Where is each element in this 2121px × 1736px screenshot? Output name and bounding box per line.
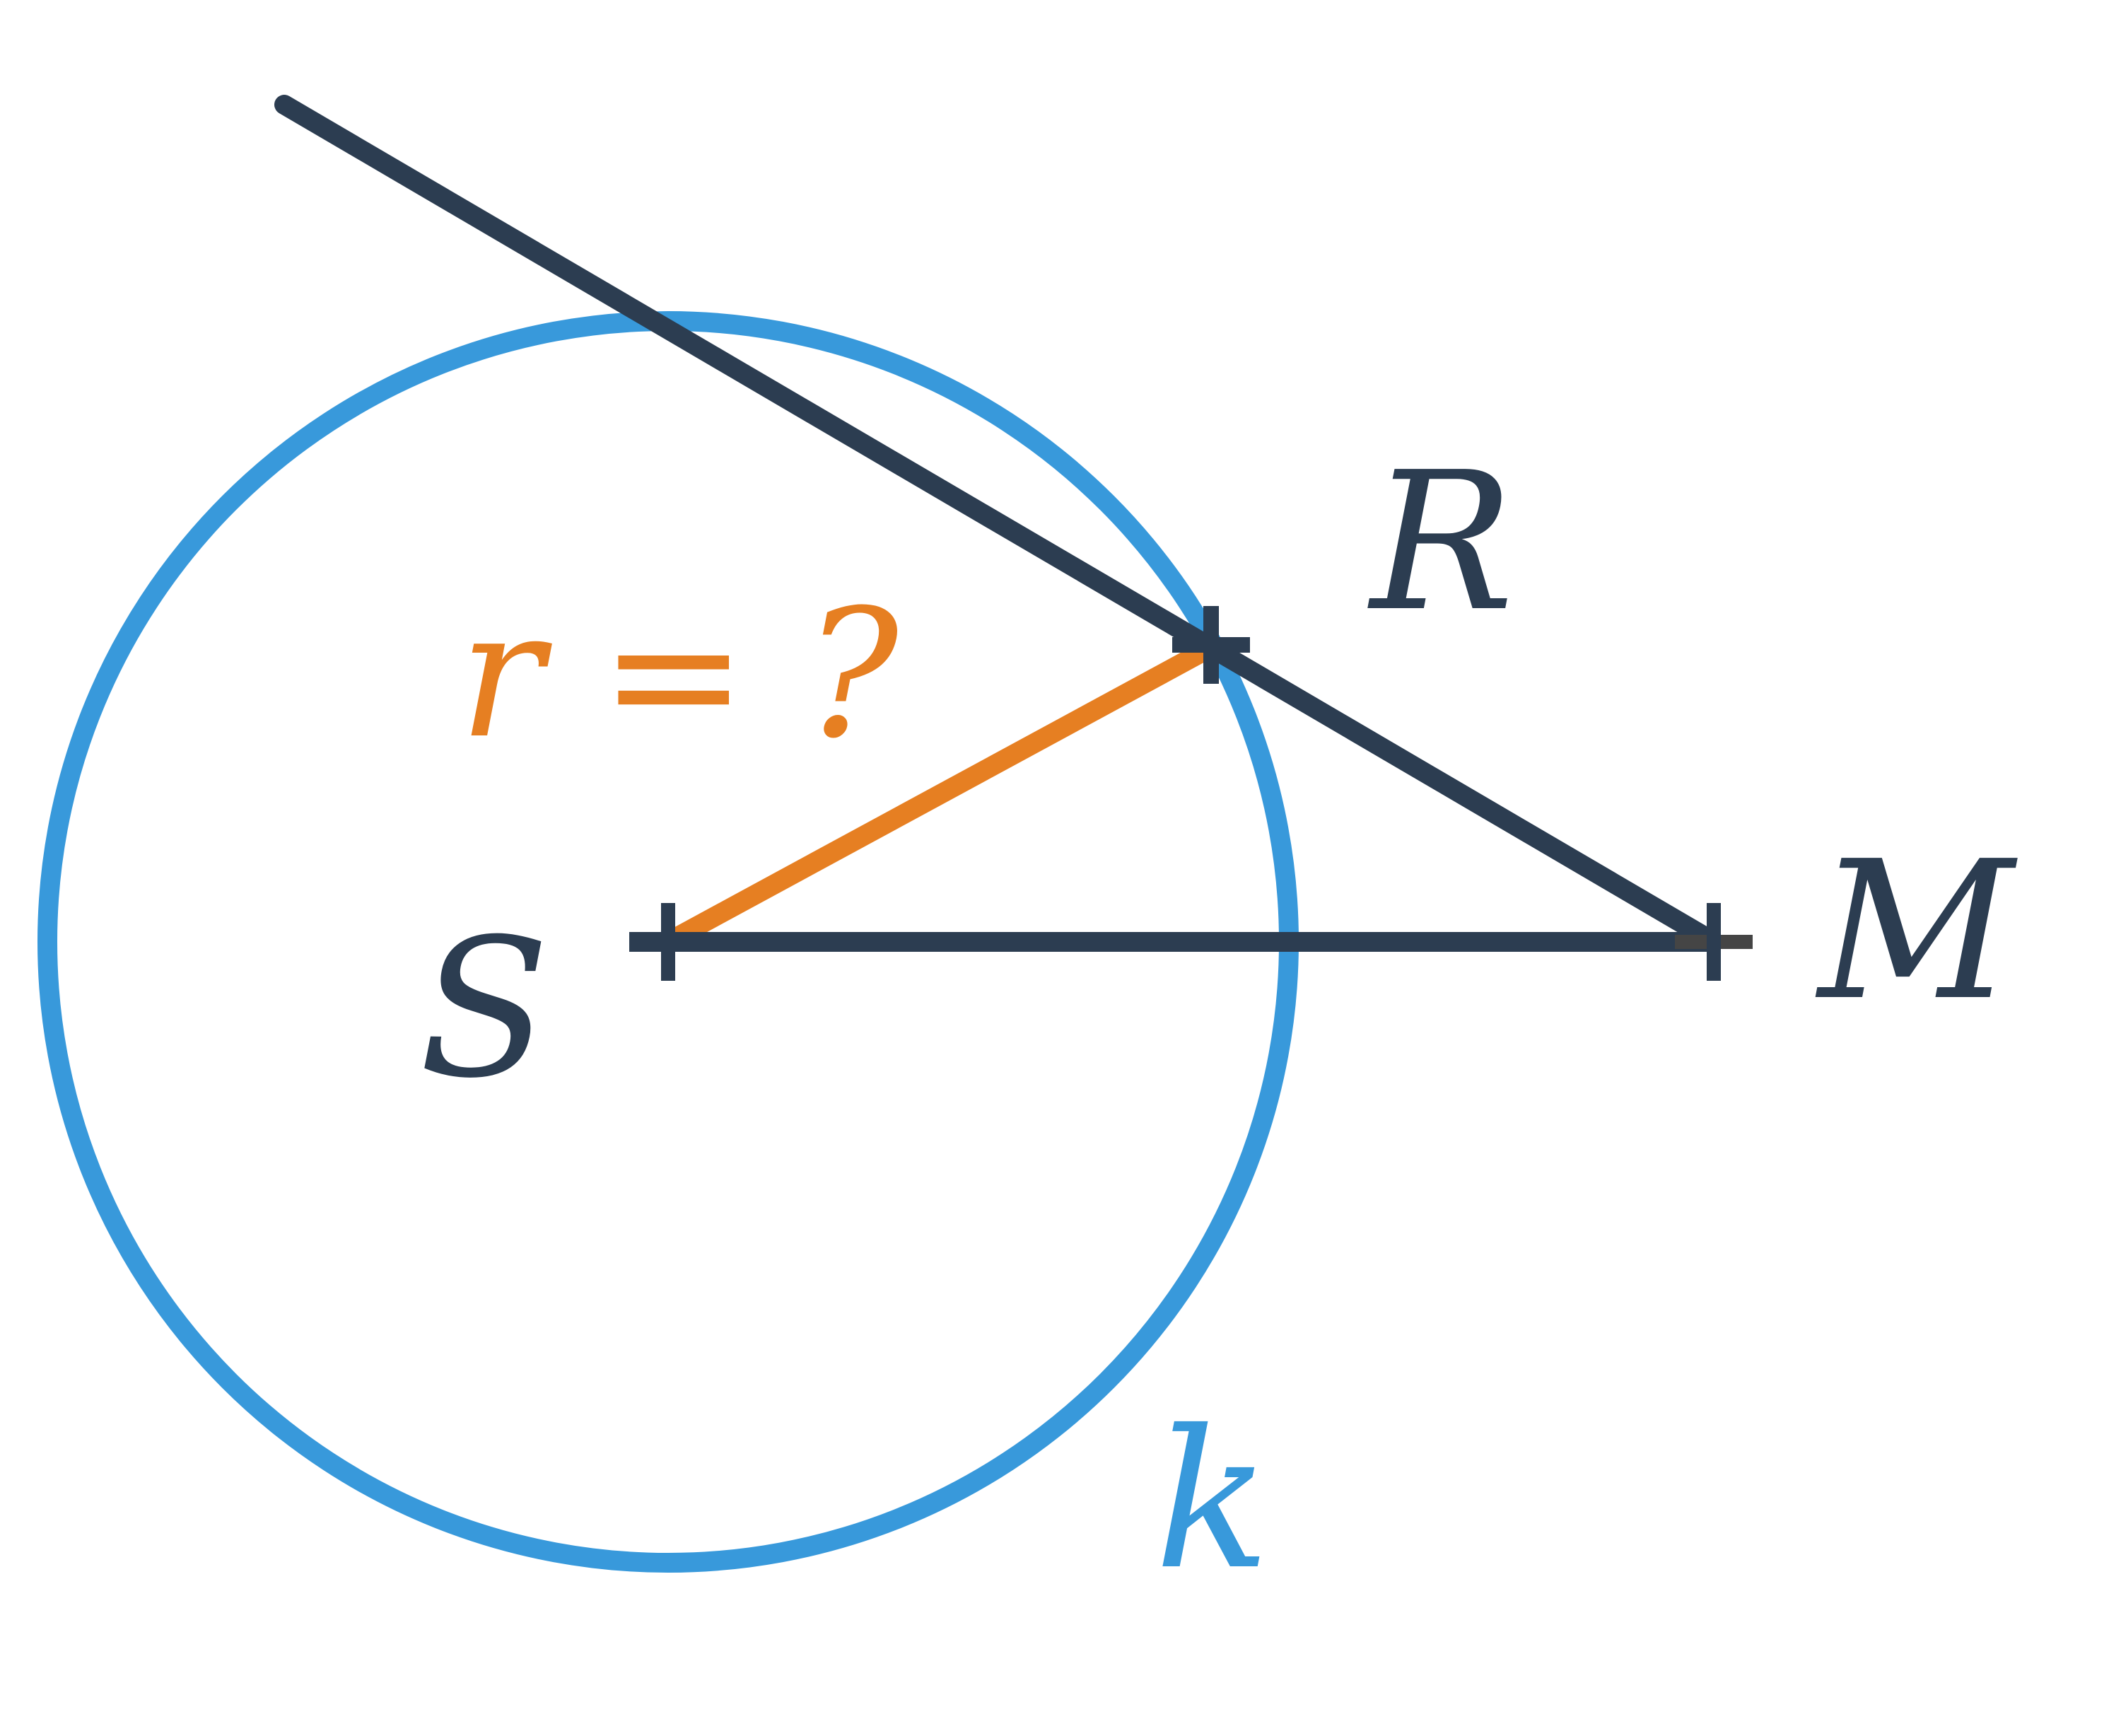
point-m-marker	[1675, 903, 1753, 981]
point-r-marker	[1172, 606, 1250, 684]
point-m-label: M	[1816, 820, 2018, 1042]
radius-question-label: r = ?	[459, 571, 900, 777]
radius-segment-sr	[663, 639, 1215, 951]
circle-k-label: k	[1155, 1389, 1270, 1612]
point-s-label: S	[419, 897, 550, 1120]
tangent-line-to-m	[274, 95, 1724, 952]
point-s-marker	[629, 903, 707, 981]
point-r-label: R	[1367, 431, 1514, 653]
